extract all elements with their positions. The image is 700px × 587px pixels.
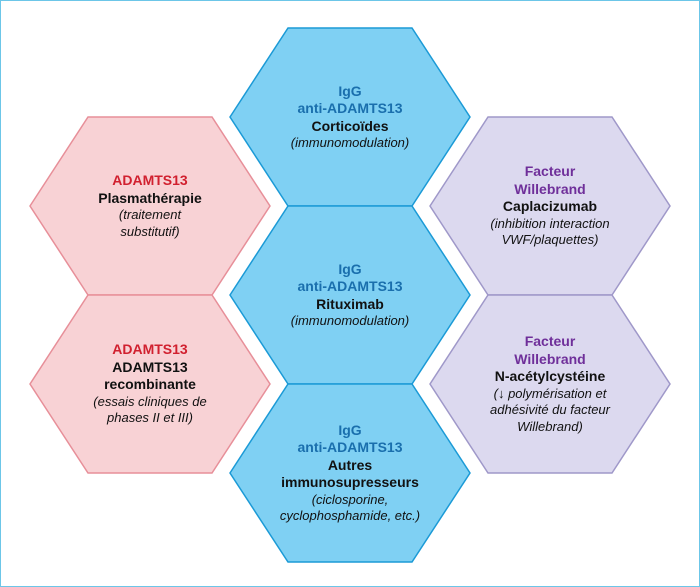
target-text: Willebrand: [514, 350, 586, 367]
label-right-upper: Facteur Willebrand Caplacizumab (inhibit…: [450, 129, 650, 283]
label-right-lower: Facteur Willebrand N-acétylcystéine (↓ p…: [450, 307, 650, 461]
drug-name: Corticoïdes: [311, 117, 389, 134]
label-bottom-center: IgG anti-ADAMTS13 Autres immunosupresseu…: [250, 396, 450, 550]
note-text: substitutif): [120, 223, 180, 239]
target-text: ADAMTS13: [112, 341, 188, 358]
note-text: (immunomodulation): [290, 313, 410, 328]
note-text: phases II et III): [107, 410, 193, 426]
note-text: cyclophosphamide, etc.): [279, 508, 421, 523]
target-text: Willebrand: [514, 180, 586, 197]
hexagon-right-lower: [429, 294, 671, 474]
drug-name: Autres: [327, 456, 373, 473]
drug-name: immunosupresseurs: [281, 474, 419, 490]
note-text: (ciclosporine,: [311, 491, 389, 507]
drug-name: Caplacizumab: [502, 198, 598, 215]
hexagon-left-lower: [29, 294, 271, 474]
target-text: Facteur: [524, 163, 576, 180]
note-text: (essais cliniques de: [93, 393, 207, 409]
target-text: anti-ADAMTS13: [297, 278, 403, 294]
note-text: (immunomodulation): [290, 135, 410, 150]
drug-name: Rituximab: [316, 295, 384, 312]
drug-name: Plasmathérapie: [98, 189, 202, 206]
note-text: Willebrand): [517, 418, 583, 434]
target-text: ADAMTS13: [112, 172, 188, 188]
hexagon-bottom-center: [229, 383, 471, 563]
drug-name: N-acétylcystéine: [494, 368, 606, 384]
note-text: VWF/plaquettes): [501, 232, 599, 248]
label-left-upper: ADAMTS13 Plasmathérapie (traitement subs…: [50, 129, 250, 283]
note-text: (↓ polymérisation et: [493, 385, 607, 401]
drug-name: recombinante: [104, 376, 196, 393]
drug-name: ADAMTS13: [112, 358, 188, 375]
target-text: IgG: [338, 82, 362, 99]
target-text: anti-ADAMTS13: [297, 100, 403, 116]
note-text: (inhibition interaction: [490, 215, 610, 231]
note-text: (traitement: [118, 207, 182, 222]
target-text: IgG: [338, 260, 362, 277]
note-text: adhésivité du facteur: [490, 402, 610, 417]
label-top-center: IgG anti-ADAMTS13 Corticoïdes (immunomod…: [250, 40, 450, 194]
target-text: anti-ADAMTS13: [297, 439, 403, 455]
label-center: IgG anti-ADAMTS13 Rituximab (immunomodul…: [250, 218, 450, 372]
target-text: IgG: [338, 421, 362, 438]
label-left-lower: ADAMTS13 ADAMTS13 recombinante (essais c…: [50, 307, 250, 461]
target-text: Facteur: [524, 333, 576, 349]
